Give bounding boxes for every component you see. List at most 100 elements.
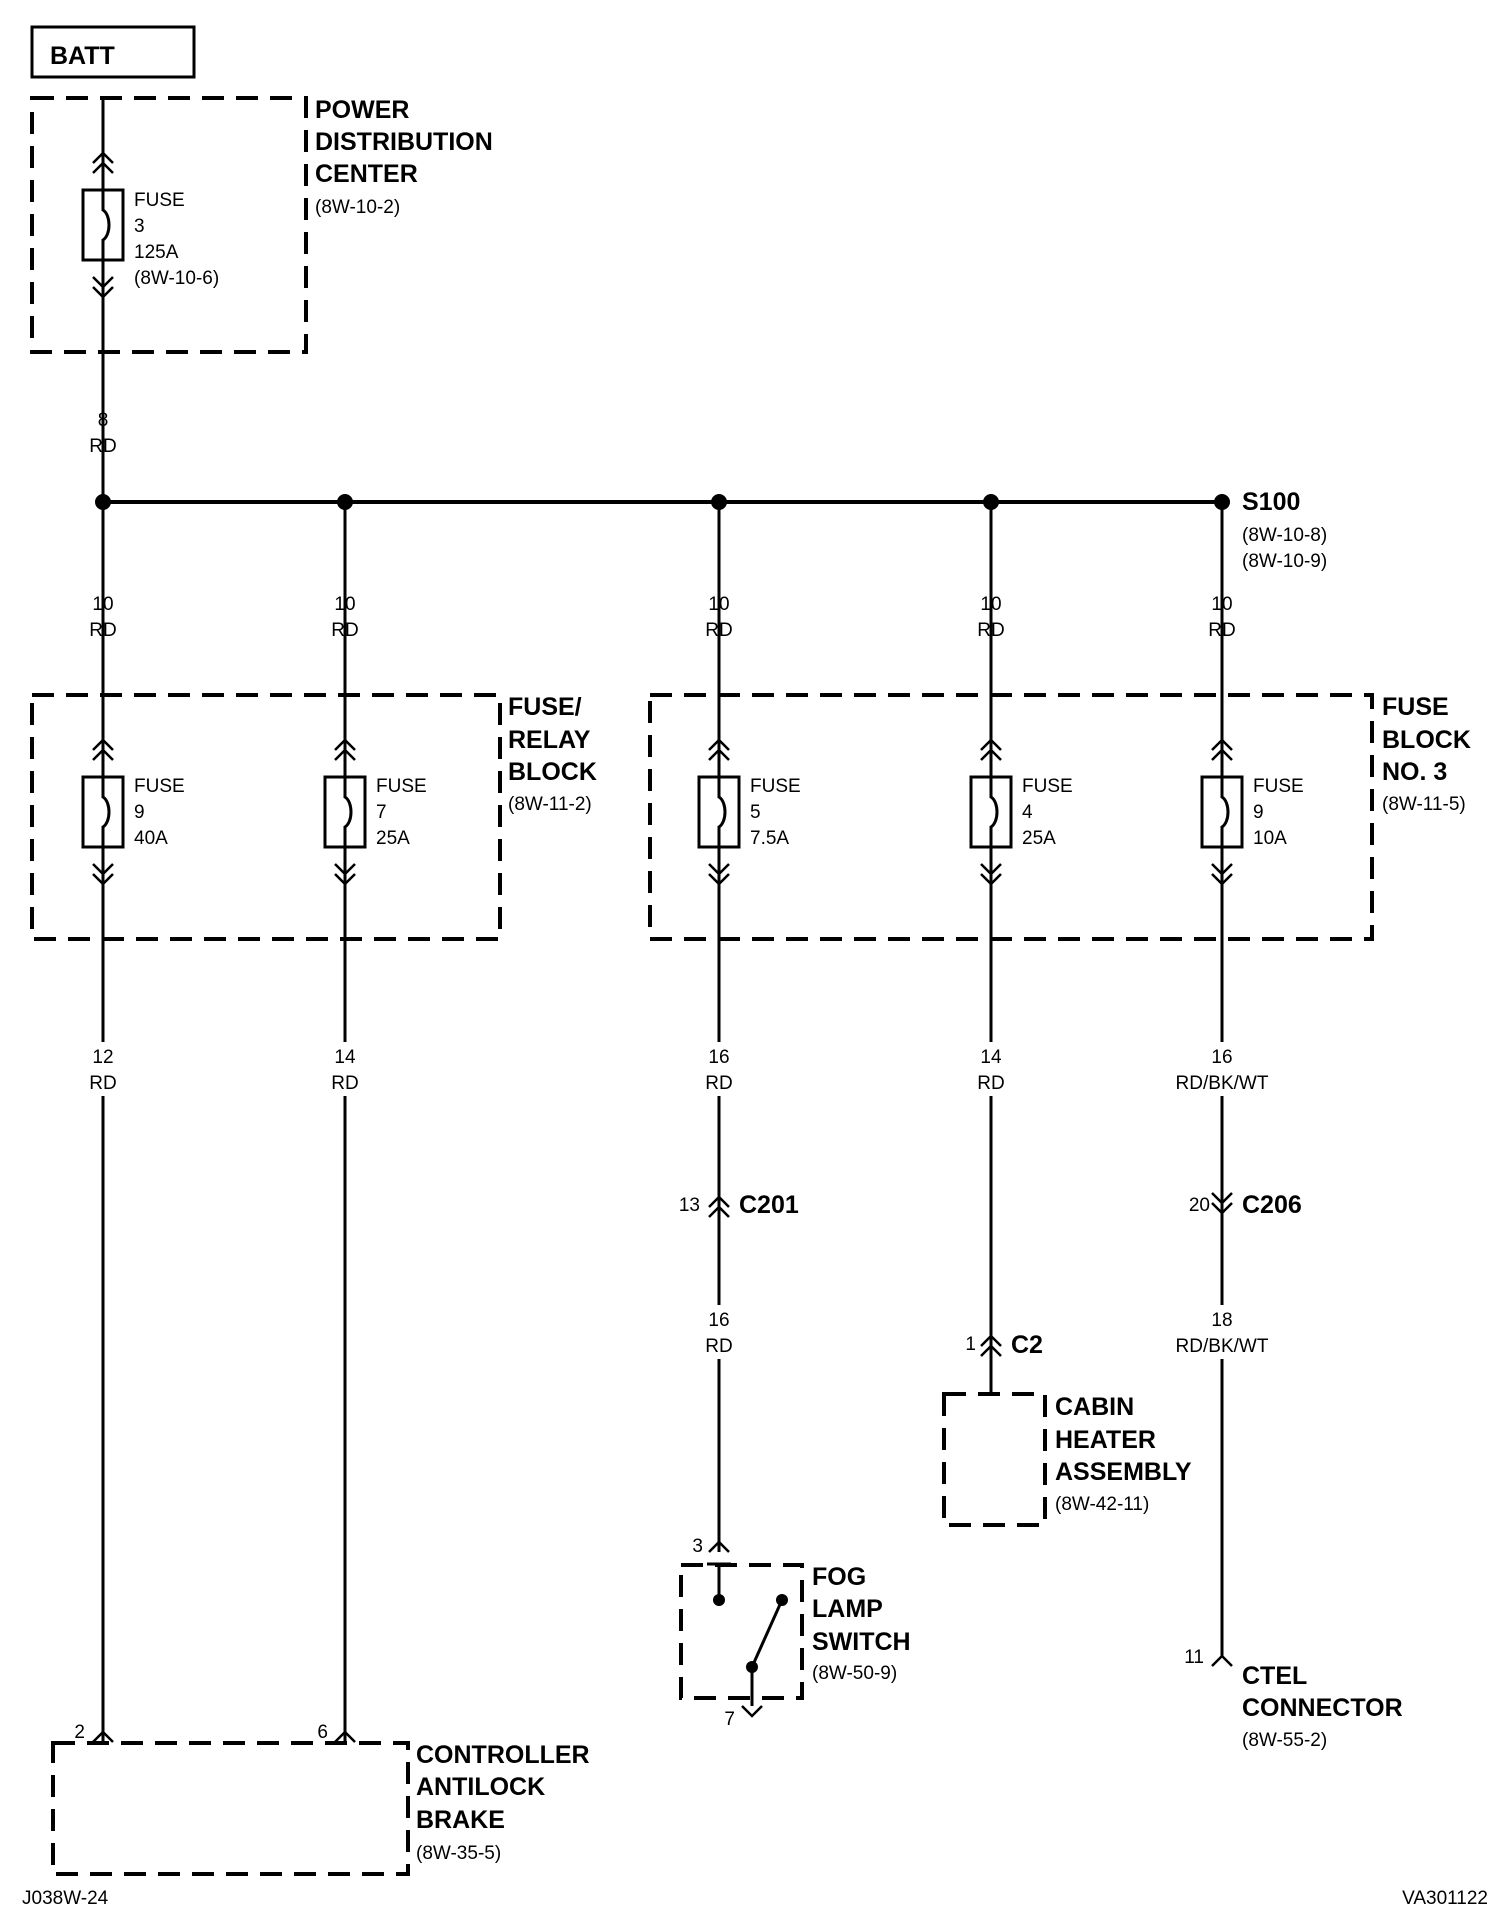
batt-source: BATT [30,25,196,79]
footer-left-code: J038W-24 [22,1888,109,1909]
fuse-4-25a: FUSE 4 25A [969,738,1073,886]
c206-connector: 20 C206 [1189,1191,1302,1219]
c2-pin: 1 [965,1334,976,1355]
c206-name: C206 [1242,1191,1302,1219]
ctel-pin: 11 [1184,1647,1204,1668]
out-wire-3-color: RD [705,1073,732,1094]
pdc-ref: (8W-10-2) [315,197,400,218]
fuse-label: FUSE [376,776,427,797]
fuse-label: FUSE [1022,776,1073,797]
fuse-3-rating: 125A [134,242,179,263]
fuse-element-icon [1220,777,1230,847]
fuse-9-40a: FUSE 9 40A [81,738,185,886]
cabin-heater-ref: (8W-42-11) [1055,1494,1149,1515]
fb3-title-1: FUSE [1382,693,1449,721]
out-wire-5-gauge: 16 [1211,1047,1232,1068]
out-wire-2-gauge: 14 [334,1047,356,1068]
fb3-title-3: NO. 3 [1382,758,1447,786]
feed-wire-color: RD [89,436,116,457]
c2-name: C2 [1011,1331,1043,1359]
frb-ref: (8W-11-2) [508,794,592,815]
bus-wire-4-gauge: 10 [980,594,1001,615]
connector-icon [334,1730,356,1743]
bus-wire-1-gauge: 10 [92,594,113,615]
fuse-number: 9 [1253,802,1264,823]
fuse-3-number: 3 [134,216,145,237]
fuse-5-7-5a: FUSE 5 7.5A [697,738,801,886]
batt-label: BATT [50,42,115,70]
out-wire-2-color: RD [331,1073,358,1094]
fuse-number: 9 [134,802,145,823]
splice-ref-2: (8W-10-9) [1242,551,1327,572]
splice-ref-1: (8W-10-8) [1242,525,1327,546]
fuse-top-connector-icon [980,738,1002,761]
switch-contact-icon [713,1594,725,1606]
fuse-top-connector-icon [92,738,114,761]
controller-antilock-brake: 2 6 CONTROLLER ANTILOCK BRAKE (8W-35-5) [51,1722,590,1876]
pdc-title-3: CENTER [315,160,418,188]
ctel-wire-gauge: 18 [1211,1310,1232,1331]
fog-switch-ref: (8W-50-9) [812,1663,897,1684]
fuse-rating: 25A [1022,828,1056,849]
bus-wire-5-gauge: 10 [1211,594,1232,615]
fuse-block-no-3: FUSE BLOCK NO. 3 (8W-11-5) [648,693,1471,941]
out-wire-4-color: RD [977,1073,1004,1094]
c201-name: C201 [739,1191,799,1219]
splice-name: S100 [1242,488,1300,516]
frb-title-2: RELAY [508,726,591,754]
fog-switch-title-1: FOG [812,1563,866,1591]
c2-connector: 1 C2 [965,1331,1043,1359]
ctel-ref: (8W-55-2) [1242,1730,1327,1751]
connector-icon [92,1730,114,1743]
bus-wire-2-color: RD [331,620,358,641]
fuse-top-connector-icon [334,738,356,761]
pdc-title-1: POWER [315,96,409,124]
bus-wire-2-gauge: 10 [334,594,355,615]
out-wire-3-gauge: 16 [708,1047,729,1068]
cabin-heater-assembly: CABIN HEATER ASSEMBLY (8W-42-11) [942,1392,1192,1527]
frb-title-1: FUSE/ [508,693,582,721]
fog-wire-color: RD [705,1336,732,1357]
fog-switch-title-2: LAMP [812,1595,883,1623]
bus-wire-3-gauge: 10 [708,594,729,615]
fuse-3-ref: (8W-10-6) [134,268,219,289]
fuse-element-icon [343,777,353,847]
fuse-3: FUSE 3 125A (8W-10-6) [81,151,219,299]
abs-pin-2: 6 [317,1722,328,1743]
out-wire-5-color: RD/BK/WT [1176,1073,1269,1094]
fuse-bottom-connector-icon [334,863,356,886]
connector-icon [1211,1654,1233,1667]
ctel-title-2: CONNECTOR [1242,1694,1403,1722]
out-wire-labels: 12 RD 14 RD 16 RD 14 RD 16 RD/BK/WT [85,1042,1269,1096]
fuse-element-icon [101,190,111,260]
c201-connector: 13 C201 [679,1191,799,1219]
fuse-bottom-connector-icon [980,863,1002,886]
fuse-3-label: FUSE [134,190,185,211]
fuse-rating: 25A [376,828,410,849]
footer-right-code: VA301122 [1402,1888,1488,1909]
fuse-rating: 10A [1253,828,1287,849]
connector-icon [741,1705,763,1718]
abs-title-2: ANTILOCK [416,1773,545,1801]
out-wire-4-gauge: 14 [980,1047,1002,1068]
fuse-number: 7 [376,802,387,823]
fuse-label: FUSE [1253,776,1304,797]
switch-arm-icon [750,1599,784,1668]
out-wire-1-color: RD [89,1073,116,1094]
fog-wire-gauge: 16 [708,1310,729,1331]
fuse-number: 5 [750,802,761,823]
fb3-title-2: BLOCK [1382,726,1471,754]
c201-pin: 13 [679,1195,700,1216]
pdc-title-2: DISTRIBUTION [315,128,493,156]
cabin-heater-title-3: ASSEMBLY [1055,1458,1192,1486]
connector-icon [1211,1192,1233,1205]
bus-wire-4-color: RD [977,620,1004,641]
fuse-label: FUSE [134,776,185,797]
fuse-rating: 7.5A [750,828,789,849]
c206-pin: 20 [1189,1195,1210,1216]
frb-title-3: BLOCK [508,758,597,786]
fog-switch-title-3: SWITCH [812,1628,911,1656]
fuse-bottom-connector-icon [92,276,114,299]
fog-switch-pin-out: 7 [724,1709,735,1730]
